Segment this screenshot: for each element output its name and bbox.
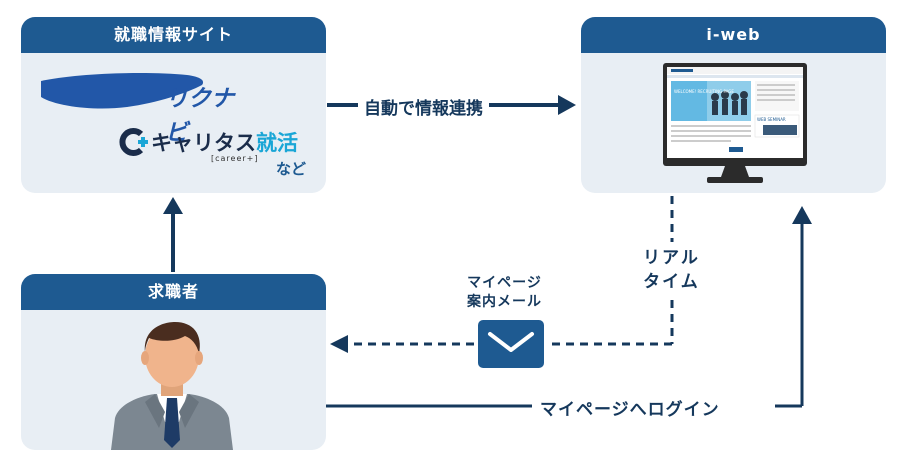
job-seeker-title: 求職者 [21, 274, 326, 310]
realtime-line2: タイム [643, 272, 700, 292]
iweb-card: i-web WELCOME! RECRUITING PAGE WEB SEMIN… [581, 17, 886, 193]
careertasu-text: キャリタス就活 [151, 127, 298, 157]
realtime-label: リアル タイム [643, 246, 700, 294]
careertasu-name: キャリタス [151, 131, 256, 155]
rikunabi-logo: リクナビ [37, 67, 237, 146]
careertasu-suffix: 就活 [256, 131, 298, 155]
iweb-title: i-web [581, 17, 886, 53]
screen-seminar-text: WEB SEMINAR [757, 117, 786, 122]
login-arrowhead [792, 206, 812, 224]
careertasu-sub: [career+] [211, 154, 259, 163]
etc-label: など [275, 160, 306, 178]
mail-line2: 案内メール [467, 294, 542, 310]
mail-arrowhead [330, 335, 348, 353]
seeker-to-site-arrowhead [163, 197, 183, 214]
login-label: マイページへログイン [540, 395, 720, 420]
person-icon [109, 322, 235, 450]
site-to-iweb-arrowhead [558, 95, 576, 115]
mail-line1: マイページ [467, 275, 542, 291]
job-site-title: 就職情報サイト [21, 17, 326, 53]
careertasu-logo: キャリタス就活 [career+] [119, 125, 319, 165]
realtime-line1: リアル [643, 248, 700, 268]
job-site-card: 就職情報サイト リクナビ キャリタス就活 [career+] など [21, 17, 326, 193]
mail-label: マイページ 案内メール [467, 274, 542, 312]
screen-hero-text: WELCOME! RECRUITING PAGE [674, 89, 734, 94]
rikunabi-text: リクナビ [165, 86, 234, 146]
monitor-icon: WELCOME! RECRUITING PAGE WEB SEMINAR [663, 63, 807, 185]
job-seeker-card: 求職者 [21, 274, 326, 450]
mail-icon [478, 320, 544, 368]
auto-link-label: 自動で情報連携 [358, 94, 489, 119]
